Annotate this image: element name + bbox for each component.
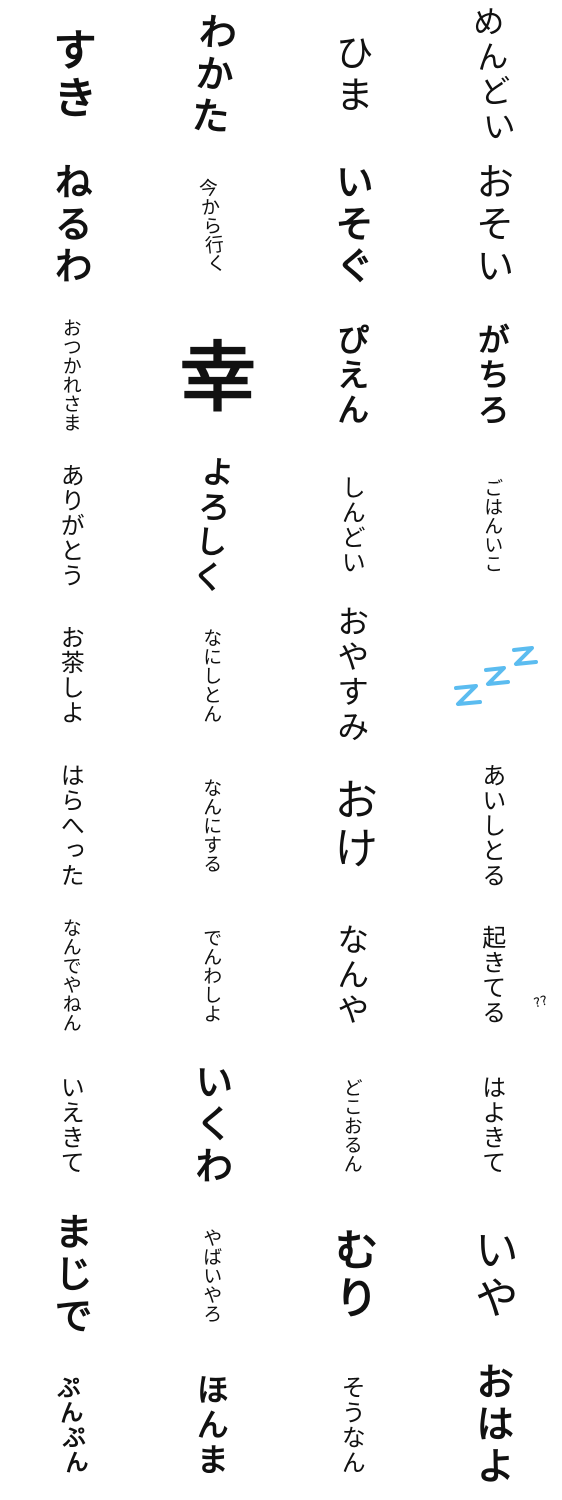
sticker-text: ねるわ: [48, 162, 93, 288]
sticker-text: いそぐ: [329, 162, 374, 288]
sticker-cell[interactable]: わかた: [141, 0, 282, 150]
sticker-text: 今から行く: [195, 176, 228, 274]
sticker-cell[interactable]: なんでやねん: [0, 900, 141, 1050]
sticker-text: おそい: [469, 162, 514, 288]
sticker-cell[interactable]: なんにする: [141, 750, 282, 900]
sticker-text: ぷんぷん: [51, 1373, 90, 1477]
sticker-text: 幸: [166, 337, 256, 413]
sticker-cell[interactable]: おやすみ: [281, 600, 422, 750]
sticker-text: でんわしよ: [200, 927, 223, 1023]
sticker-text: ひま: [329, 33, 374, 117]
sticker-cell[interactable]: いや: [422, 1200, 562, 1350]
sticker-cell[interactable]: いくわ: [141, 1050, 282, 1200]
sticker-text: めんどい: [465, 3, 518, 147]
sticker-cell[interactable]: ぴえん: [281, 300, 422, 450]
sticker-cell[interactable]: しんどい: [281, 450, 422, 600]
sticker-text: よろしく: [185, 453, 236, 597]
question-marks: ??: [532, 993, 550, 1012]
sticker-text: ごはんいこ: [481, 477, 504, 573]
sticker-cell[interactable]: がちろ: [422, 300, 562, 450]
sticker-cell[interactable]: ありがとう: [0, 450, 141, 600]
sticker-text: まじで: [48, 1212, 93, 1338]
sticker-text: ありがとう: [56, 462, 85, 588]
sticker-cell[interactable]: [422, 600, 562, 750]
sticker-text: なんでやねん: [59, 918, 82, 1032]
sticker-text: 起きてる: [477, 925, 506, 1025]
sticker-cell[interactable]: ねるわ: [0, 150, 141, 300]
sticker-text: いくわ: [188, 1062, 233, 1188]
sticker-cell[interactable]: でんわしよ: [141, 900, 282, 1050]
sticker-text: はよきて: [477, 1075, 506, 1175]
sticker-cell[interactable]: そうなん: [281, 1350, 422, 1500]
sticker-text: なんにする: [200, 777, 223, 873]
sticker-text: そうなん: [337, 1375, 366, 1475]
sticker-cell[interactable]: いえきて: [0, 1050, 141, 1200]
sticker-cell[interactable]: 起きてる??: [422, 900, 562, 1050]
sticker-cell[interactable]: はよきて: [422, 1050, 562, 1200]
sticker-cell[interactable]: めんどい: [422, 0, 562, 150]
sticker-cell[interactable]: いそぐ: [281, 150, 422, 300]
sticker-text: はらへった: [56, 762, 85, 888]
sticker-cell[interactable]: おけ: [281, 750, 422, 900]
sticker-text: やばいやろ: [200, 1227, 223, 1323]
sticker-cell[interactable]: おつかれさま: [0, 300, 141, 450]
sticker-text: むり: [326, 1227, 378, 1323]
sticker-cell[interactable]: やばいやろ: [141, 1200, 282, 1350]
sticker-cell[interactable]: すき: [0, 0, 141, 150]
sticker-cell[interactable]: お茶しよ: [0, 600, 141, 750]
sticker-text: いえきて: [56, 1075, 85, 1175]
sticker-text: どこおるん: [340, 1077, 363, 1173]
sticker-cell[interactable]: どこおるん: [281, 1050, 422, 1200]
sticker-text: おけ: [326, 777, 378, 873]
sticker-cell[interactable]: なにしとん: [141, 600, 282, 750]
sticker-cell[interactable]: ひま: [281, 0, 422, 150]
sticker-cell[interactable]: ぷんぷん: [0, 1350, 141, 1500]
sticker-text: なにしとん: [200, 627, 223, 723]
sticker-text: いや: [466, 1227, 518, 1323]
sticker-cell[interactable]: ほんま: [141, 1350, 282, 1500]
sleep-zzz-icon: [453, 646, 538, 706]
sticker-text: がちろ: [472, 322, 511, 428]
sticker-text: お茶しよ: [56, 625, 85, 725]
sticker-cell[interactable]: むり: [281, 1200, 422, 1350]
sticker-text: おやすみ: [332, 605, 371, 745]
sticker-cell[interactable]: なんや: [281, 900, 422, 1050]
sticker-text: おつかれさま: [59, 318, 82, 432]
sticker-text: おはよ: [469, 1362, 514, 1488]
sticker-text: ぴえん: [332, 322, 371, 428]
sticker-cell[interactable]: おそい: [422, 150, 562, 300]
sticker-cell[interactable]: おはよ: [422, 1350, 562, 1500]
sticker-text: わかた: [183, 10, 239, 140]
sticker-cell[interactable]: 今から行く: [141, 150, 282, 300]
sticker-cell[interactable]: 幸: [141, 300, 282, 450]
sticker-text: なんや: [332, 922, 371, 1028]
sticker-cell[interactable]: はらへった: [0, 750, 141, 900]
sticker-text: すき: [45, 27, 97, 123]
sticker-cell[interactable]: よろしく: [141, 450, 282, 600]
sticker-cell[interactable]: ごはんいこ: [422, 450, 562, 600]
sticker-text: あいしとる: [477, 762, 506, 888]
sticker-cell[interactable]: あいしとる: [422, 750, 562, 900]
sticker-text: ほんま: [191, 1372, 230, 1478]
sticker-text: しんどい: [337, 475, 366, 575]
sticker-cell[interactable]: まじで: [0, 1200, 141, 1350]
